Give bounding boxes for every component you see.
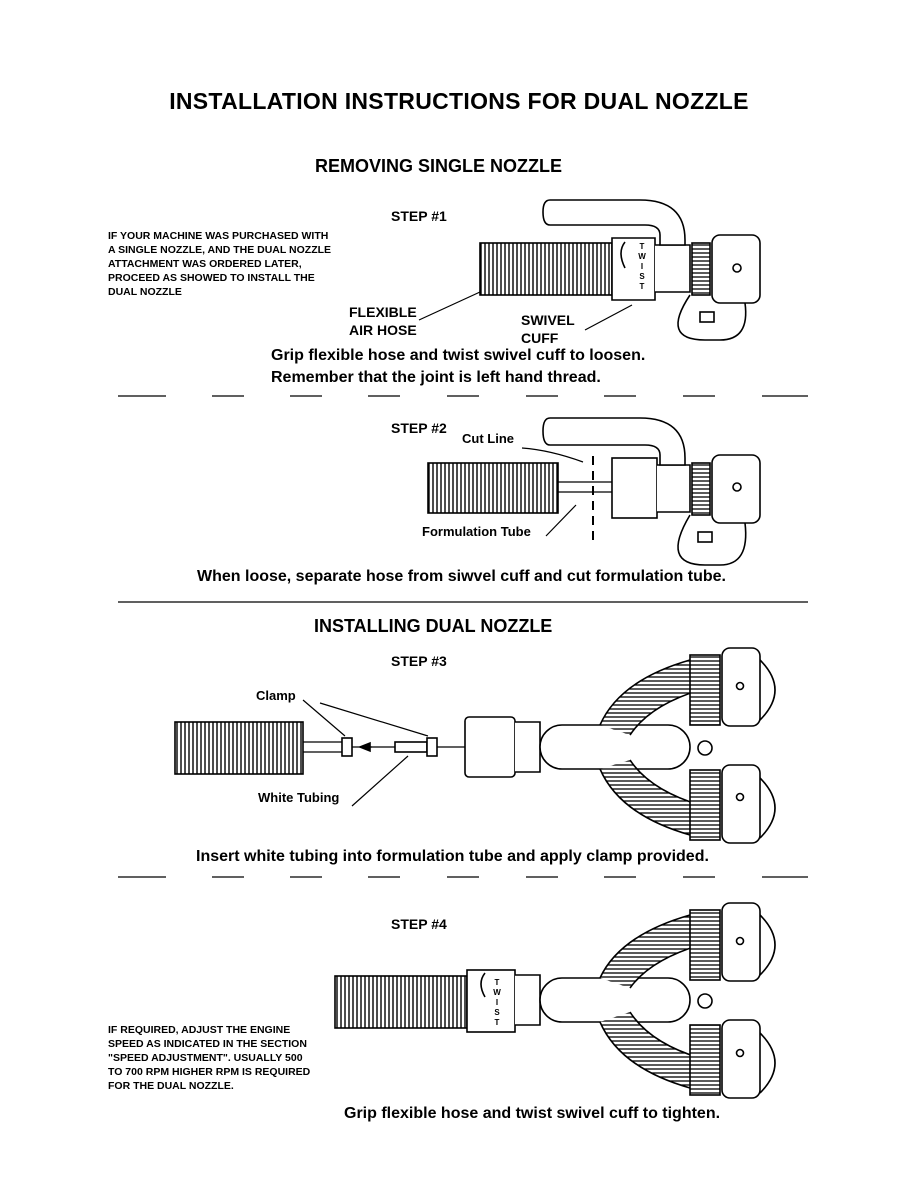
- twist-letter: I: [495, 998, 499, 1007]
- section-heading-removing: REMOVING SINGLE NOZZLE: [315, 156, 563, 176]
- clamp-label: Clamp: [256, 688, 296, 703]
- step1-caption: Grip flexible hose and twist swivel cuff…: [271, 345, 645, 389]
- step3-caption: Insert white tubing into formulation tub…: [196, 848, 709, 865]
- note-line: IF YOUR MACHINE WAS PURCHASED WITH: [108, 230, 329, 242]
- step4-label: STEP #4: [391, 916, 447, 932]
- step4-drawing: [334, 902, 776, 1099]
- note-line: PROCEED AS SHOWED TO INSTALL THE: [108, 272, 315, 284]
- step1-note: IF YOUR MACHINE WAS PURCHASED WITH A SIN…: [108, 229, 331, 299]
- note-line: A SINGLE NOZZLE, AND THE DUAL NOZZLE: [108, 244, 332, 256]
- step1-drawing: [418, 199, 761, 341]
- twist-letter: T: [494, 978, 500, 987]
- step1-twist-label: T W I S T: [637, 242, 647, 292]
- label-line: CUFF: [521, 330, 559, 346]
- swivel-cuff-label: SWIVEL CUFF: [521, 311, 575, 347]
- white-tubing-label: White Tubing: [258, 790, 340, 805]
- twist-letter: W: [493, 988, 501, 997]
- note-line: TO 700 RPM HIGHER RPM IS REQUIRED: [108, 1066, 311, 1078]
- twist-letter: I: [640, 262, 644, 271]
- step2-drawing: [427, 417, 761, 566]
- step2-label: STEP #2: [391, 420, 447, 436]
- twist-letter: T: [639, 282, 645, 291]
- step4-caption: Grip flexible hose and twist swivel cuff…: [344, 1105, 721, 1122]
- step1-hose: [479, 242, 613, 296]
- section-heading-installing: INSTALLING DUAL NOZZLE: [314, 616, 553, 636]
- step4-note: IF REQUIRED, ADJUST THE ENGINE SPEED AS …: [108, 1023, 310, 1093]
- label-line: FLEXIBLE: [349, 304, 417, 320]
- note-line: FOR THE DUAL NOZZLE.: [108, 1080, 234, 1092]
- step3-label: STEP #3: [391, 653, 447, 669]
- note-line: DUAL NOZZLE: [108, 286, 182, 298]
- twist-letter: S: [494, 1008, 500, 1017]
- step3-drawing: [174, 647, 776, 844]
- note-line: "SPEED ADJUSTMENT". USUALLY 500: [108, 1052, 303, 1064]
- cut-line-label: Cut Line: [462, 431, 514, 446]
- caption-line: Grip flexible hose and twist swivel cuff…: [271, 347, 646, 364]
- formulation-tube-label: Formulation Tube: [422, 524, 531, 539]
- flexible-air-hose-label: FLEXIBLE AIR HOSE: [349, 303, 417, 339]
- step2-caption: When loose, separate hose from siwvel cu…: [197, 568, 726, 585]
- step4-twist-label: T W I S T: [492, 978, 502, 1028]
- page-title: INSTALLATION INSTRUCTIONS FOR DUAL NOZZL…: [169, 88, 749, 114]
- note-line: IF REQUIRED, ADJUST THE ENGINE: [108, 1024, 291, 1036]
- twist-letter: W: [638, 252, 646, 261]
- label-line: AIR HOSE: [349, 322, 417, 338]
- step1-label: STEP #1: [391, 208, 447, 224]
- twist-letter: T: [639, 242, 645, 251]
- note-line: SPEED AS INDICATED IN THE SECTION: [108, 1038, 307, 1050]
- caption-line: Remember that the joint is left hand thr…: [271, 369, 601, 386]
- label-line: SWIVEL: [521, 312, 575, 328]
- twist-letter: S: [639, 272, 645, 281]
- step1-swivel-cuff: [611, 237, 656, 301]
- note-line: ATTACHMENT WAS ORDERED LATER,: [108, 258, 302, 270]
- twist-letter: T: [494, 1018, 500, 1027]
